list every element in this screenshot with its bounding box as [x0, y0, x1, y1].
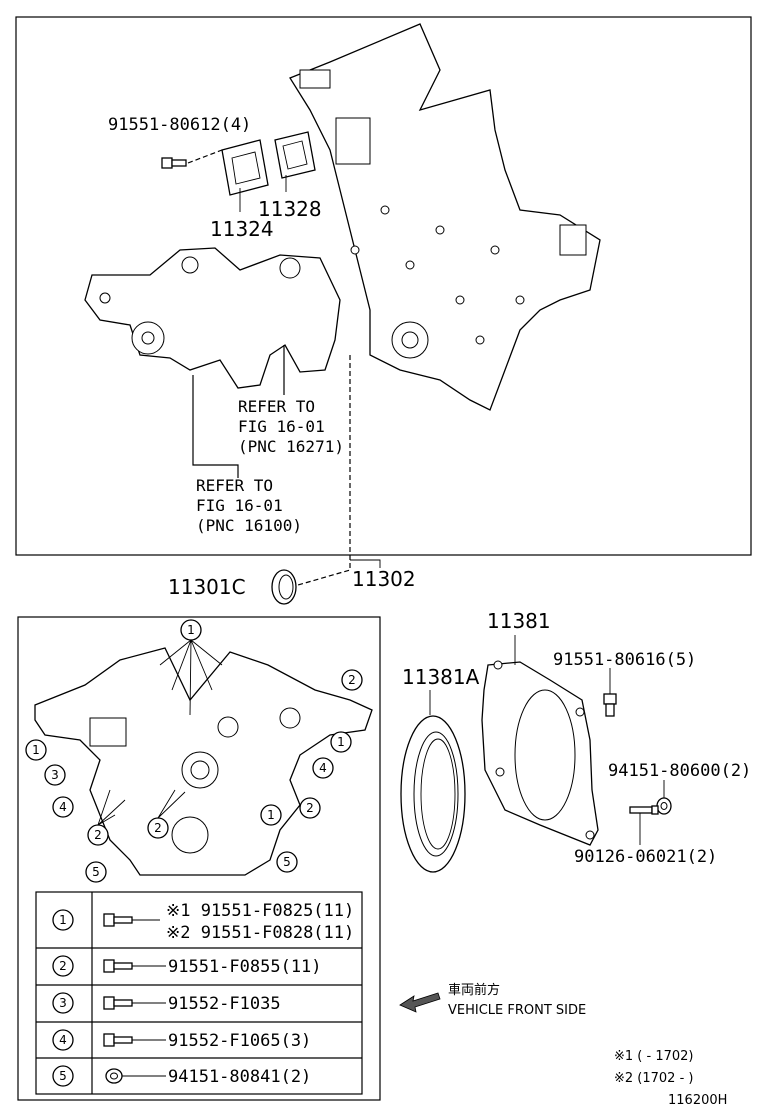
table-row1-line2: ※2 91551-F0828(11) — [166, 923, 354, 943]
svg-text:3: 3 — [51, 768, 59, 782]
table-row4-line1: 91552-F1065(3) — [168, 1031, 311, 1051]
rear-oil-seal — [400, 715, 466, 873]
marker: 1 — [330, 731, 352, 753]
oil-seal-retainer — [481, 660, 599, 846]
water-pump — [84, 247, 341, 389]
callout-11381: 11381 — [487, 609, 551, 633]
callout-11381a: 11381A — [402, 665, 480, 689]
svg-text:4: 4 — [59, 800, 67, 814]
direction-en: VEHICLE FRONT SIDE — [448, 1003, 586, 1018]
leader-dash — [187, 149, 223, 164]
refer1-line1: REFER TO — [238, 397, 315, 416]
front-oil-seal — [271, 569, 297, 605]
note-2: ※2 (1702 - ) — [614, 1071, 693, 1086]
callout-11301c: 11301C — [168, 575, 246, 599]
table-row5-line1: 94151-80841(2) — [168, 1067, 311, 1087]
marker: 2 — [299, 797, 321, 819]
callout-bolt-retainer: 91551-80616(5) — [553, 650, 696, 670]
callout-stud-retainer: 90126-06021(2) — [574, 847, 717, 867]
marker: 1 — [25, 739, 47, 761]
refer2-line2: FIG 16-01 — [196, 496, 283, 515]
refer2-line3: (PNC 16100) — [196, 516, 302, 535]
marker: 2 — [341, 669, 363, 691]
marker: 2 — [87, 824, 109, 846]
callout-11328: 11328 — [258, 197, 322, 221]
marker: 2 — [147, 817, 169, 839]
vehicle-front-arrow-icon — [399, 992, 441, 1013]
marker: 4 — [52, 796, 74, 818]
bolt-location-cover — [34, 647, 373, 876]
upper-frame — [15, 16, 752, 556]
markers: 1 1 1 2 2 2 2 1 3 4 4 2 5 5 — [0, 0, 363, 883]
marker: 2 — [0, 0, 4, 7]
leader-line — [192, 375, 239, 478]
svg-text:1: 1 — [187, 623, 195, 637]
table-row2-num: 2 — [59, 959, 67, 973]
table-row2-line1: 91551-F0855(11) — [168, 957, 322, 977]
callout-11302: 11302 — [352, 567, 416, 591]
refer1-line2: FIG 16-01 — [238, 417, 325, 436]
lower-left-frame — [17, 616, 381, 1101]
bolt-icon — [603, 693, 617, 717]
timing-chain-cover — [289, 23, 601, 411]
callout-11324: 11324 — [210, 217, 274, 241]
svg-text:1: 1 — [337, 735, 345, 749]
svg-text:5: 5 — [92, 865, 100, 879]
gasket-11328 — [274, 131, 316, 179]
svg-text:1: 1 — [267, 808, 275, 822]
leader-dash — [297, 355, 351, 586]
table-row3-line1: 91552-F1035 — [168, 994, 281, 1014]
table-row3-num: 3 — [59, 996, 67, 1010]
refer1-line3: (PNC 16271) — [238, 437, 344, 456]
svg-text:2: 2 — [348, 673, 356, 687]
nut-icon — [105, 1068, 123, 1084]
bolt-icon — [103, 996, 133, 1010]
marker: 5 — [276, 851, 298, 873]
marker: 3 — [44, 764, 66, 786]
fastener-table: 1 ※1 91551-F0825(11) ※2 91551-F0828(11) … — [35, 891, 363, 1095]
callout-bolt-top: 91551-80612(4) — [108, 115, 251, 135]
direction-jp: 車両前方 — [448, 982, 500, 998]
svg-text:1: 1 — [32, 743, 40, 757]
svg-text:5: 5 — [283, 855, 291, 869]
table-row5-num: 5 — [59, 1069, 67, 1083]
bolt-icon — [161, 157, 187, 169]
table-row4-num: 4 — [59, 1033, 67, 1047]
table-row1-num: 1 — [59, 913, 67, 927]
bolt-icon — [103, 959, 133, 973]
svg-text:2: 2 — [306, 801, 314, 815]
callout-nut-retainer: 94151-80600(2) — [608, 761, 751, 781]
stud-icon — [629, 805, 659, 815]
marker: 5 — [85, 861, 107, 883]
leader-line — [350, 559, 381, 568]
figure-code: 116200H — [668, 1093, 727, 1108]
svg-text:2: 2 — [94, 828, 102, 842]
marker: 1 — [180, 619, 202, 641]
bolt-icon — [103, 913, 133, 927]
marker: 4 — [312, 757, 334, 779]
refer2-line1: REFER TO — [196, 476, 273, 495]
nut-icon — [656, 797, 672, 815]
svg-text:2: 2 — [154, 821, 162, 835]
bolt-icon — [103, 1033, 133, 1047]
table-row1-line1: ※1 91551-F0825(11) — [166, 901, 354, 921]
gasket-11324 — [221, 139, 269, 196]
svg-text:4: 4 — [319, 761, 327, 775]
marker: 1 — [260, 804, 282, 826]
note-1: ※1 ( - 1702) — [614, 1049, 693, 1064]
